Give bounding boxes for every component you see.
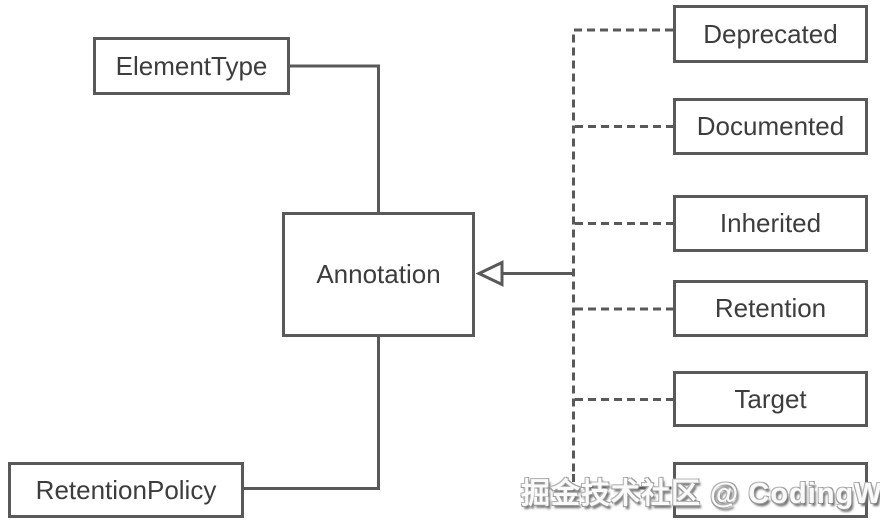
edge-annotation-retentionpolicy bbox=[244, 337, 380, 490]
node-target-label: Target bbox=[734, 383, 807, 414]
node-retention-policy-label: RetentionPolicy bbox=[35, 474, 217, 505]
node-documented: Documented bbox=[673, 98, 868, 155]
node-element-type: ElementType bbox=[93, 37, 290, 95]
node-element-type-label: ElementType bbox=[115, 50, 268, 81]
node-annotation: Annotation bbox=[282, 212, 475, 337]
node-annotation-label: Annotation bbox=[316, 259, 441, 289]
watermark-text: 掘金技术社区 @ CodingWang bbox=[521, 478, 880, 510]
node-retention-policy: RetentionPolicy bbox=[8, 462, 244, 518]
node-retention: Retention bbox=[673, 280, 868, 337]
dashed-branch-bottom-right bbox=[572, 474, 673, 490]
dashed-trunk-and-deprecated-branch bbox=[572, 28, 673, 474]
node-target: Target bbox=[673, 371, 868, 427]
node-retention-label: Retention bbox=[714, 293, 827, 323]
open-triangle-arrowhead bbox=[475, 260, 504, 287]
edge-elementtype-annotation bbox=[290, 64, 380, 212]
node-deprecated: Deprecated bbox=[673, 5, 868, 63]
node-inherited: Inherited bbox=[673, 195, 868, 252]
node-deprecated-label: Deprecated bbox=[703, 18, 838, 49]
node-inherited-label: Inherited bbox=[719, 208, 822, 238]
node-bottom-right-obscured bbox=[673, 462, 868, 518]
node-documented-label: Documented bbox=[696, 111, 845, 141]
